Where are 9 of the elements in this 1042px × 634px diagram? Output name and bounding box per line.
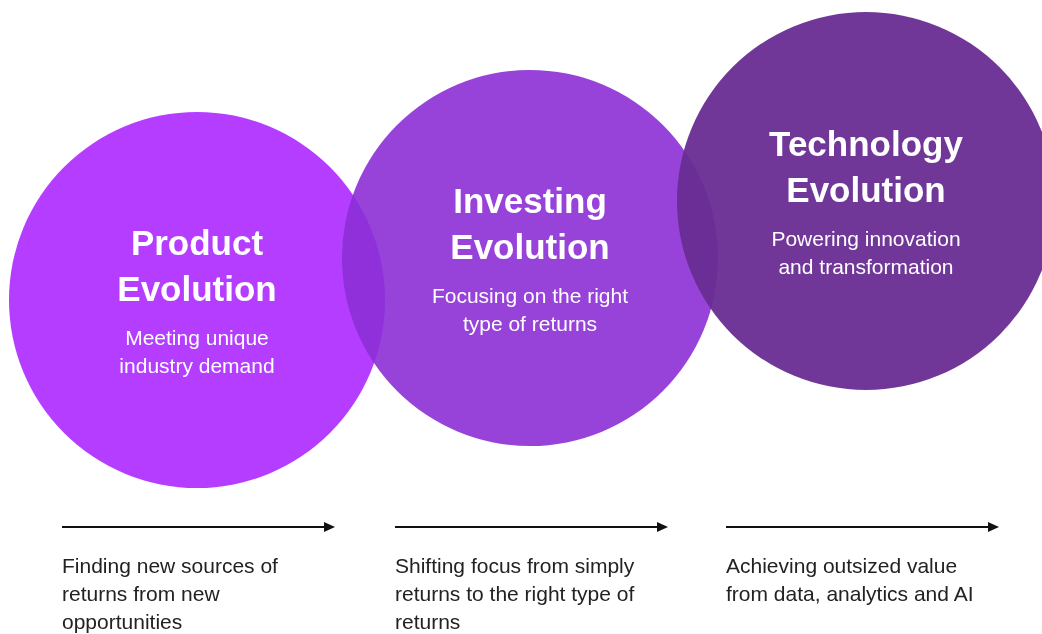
description-text: Finding new sources of returns from new opportunities <box>62 553 279 634</box>
circle-description: Powering innovation and transformation <box>770 226 962 280</box>
circle-heading: Technology Evolution <box>768 123 964 211</box>
description-text: Shifting focus from simply returns to the right type of returns <box>395 553 636 634</box>
circle-heading: Investing Evolution <box>449 180 611 268</box>
circle-description: Meeting unique industry demand <box>118 325 276 379</box>
circle-description: Focusing on the right type of returns <box>430 283 630 337</box>
circle-heading: Product Evolution <box>116 222 278 310</box>
description-text: Achieving outsized value from data, analytics and AI <box>726 553 975 607</box>
